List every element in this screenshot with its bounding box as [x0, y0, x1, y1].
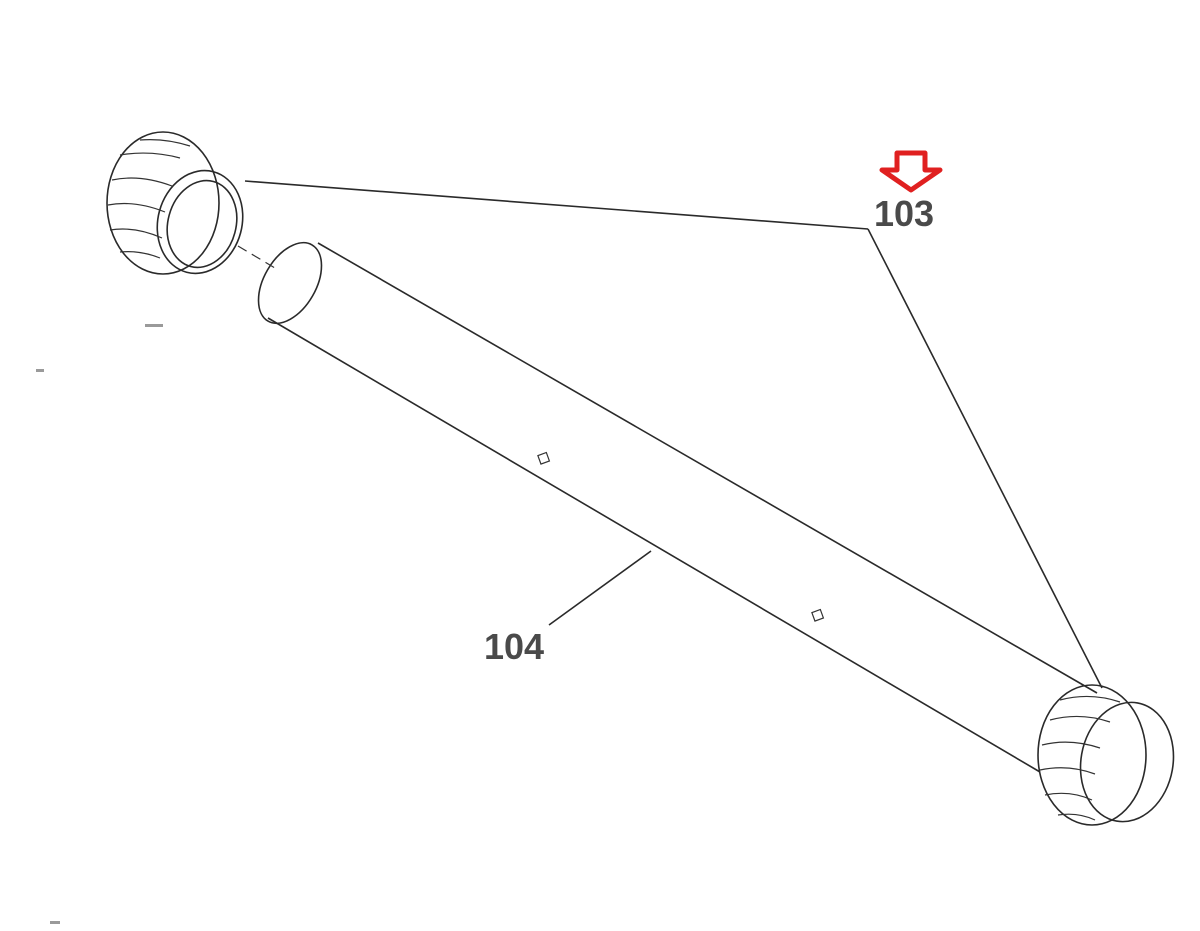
callout-label-104: 104	[484, 626, 544, 667]
scan-specks	[36, 324, 163, 924]
down-arrow-icon	[879, 150, 943, 193]
leader-103	[244, 180, 1103, 689]
end-cap-right	[1037, 684, 1175, 826]
leader-104	[548, 550, 652, 626]
callout-label-103: 103	[874, 193, 934, 234]
assembly-axis	[237, 245, 276, 269]
end-cap-left	[106, 131, 244, 275]
shaft-tube	[257, 241, 1098, 773]
